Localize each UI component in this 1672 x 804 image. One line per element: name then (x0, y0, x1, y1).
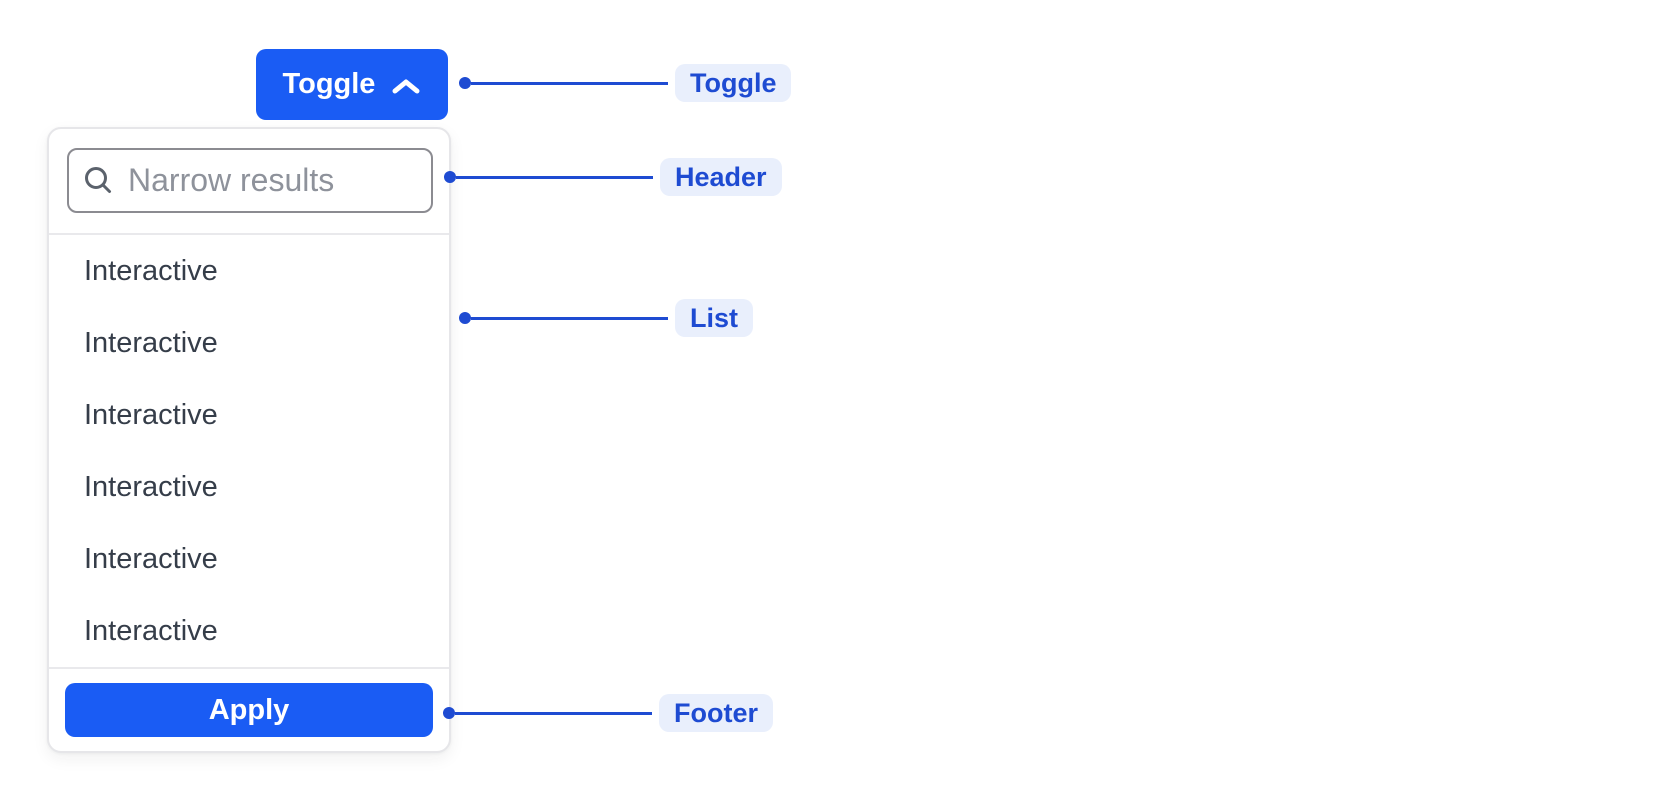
list-item[interactable]: Interactive (84, 254, 218, 287)
list-item[interactable]: Interactive (84, 470, 218, 503)
list-item[interactable]: Interactive (84, 326, 218, 359)
annotation-line (471, 81, 668, 85)
annotation-dot (459, 77, 471, 89)
list-item[interactable]: Interactive (84, 614, 218, 647)
toggle-button-label: Toggle (282, 68, 376, 100)
annotation-line (455, 711, 652, 715)
dropdown-list: Interactive Interactive Interactive Inte… (49, 235, 449, 667)
annotation-line (471, 316, 668, 320)
list-item[interactable]: Interactive (84, 542, 218, 575)
search-icon (85, 167, 111, 193)
annotation-label-footer: Footer (659, 694, 773, 732)
chevron-up-icon (392, 79, 420, 93)
annotation-header: Header (444, 158, 782, 196)
annotation-label-toggle: Toggle (675, 64, 792, 102)
search-field[interactable] (67, 148, 433, 213)
dropdown-header (49, 129, 449, 235)
dropdown-footer: Apply (49, 667, 449, 751)
search-input[interactable] (128, 162, 417, 199)
apply-button[interactable]: Apply (65, 683, 433, 737)
annotation-label-list: List (675, 299, 754, 337)
annotation-dot (459, 312, 471, 324)
annotation-list: List (459, 299, 754, 337)
annotation-toggle: Toggle (459, 64, 792, 102)
annotation-line (456, 175, 653, 179)
annotation-dot (444, 171, 456, 183)
dropdown-panel: Interactive Interactive Interactive Inte… (47, 127, 451, 753)
annotation-dot (443, 707, 455, 719)
annotation-label-header: Header (660, 158, 782, 196)
toggle-button[interactable]: Toggle (256, 49, 448, 120)
annotation-footer: Footer (443, 694, 773, 732)
list-item[interactable]: Interactive (84, 398, 218, 431)
